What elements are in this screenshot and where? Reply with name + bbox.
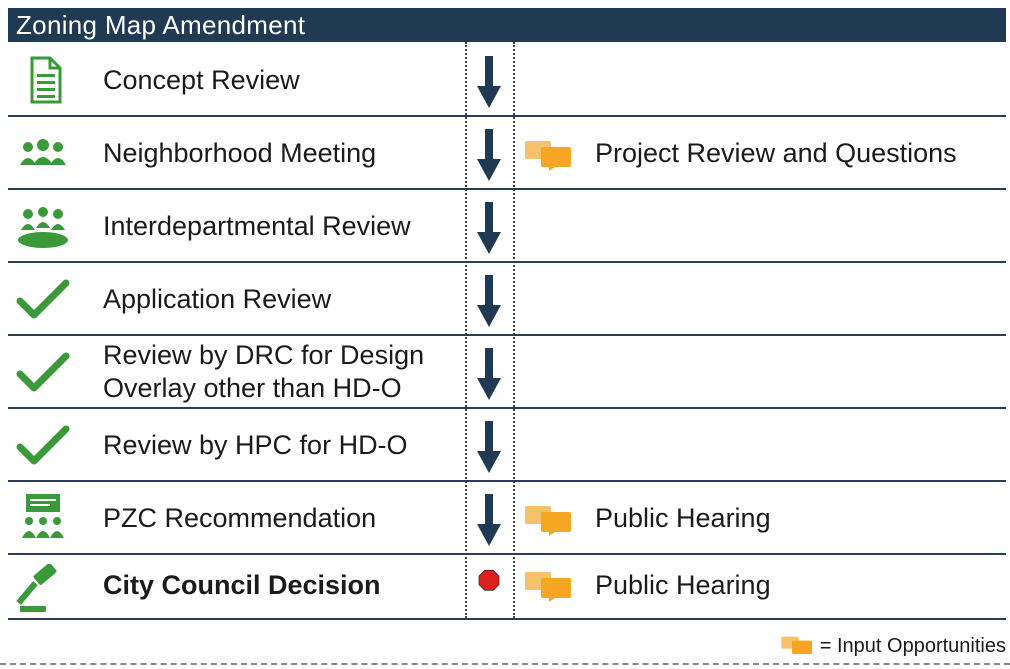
step-row-neighborhood-meeting: Neighborhood Meeting Project Review and … (8, 117, 1006, 189)
step-row-concept-review: Concept Review (8, 44, 1006, 116)
input-label: Public Hearing (595, 569, 771, 600)
presentation-group-icon (22, 494, 64, 538)
step-label: Interdepartmental Review (103, 210, 411, 241)
row-divider (8, 480, 1006, 482)
row-divider (8, 407, 1006, 409)
gavel-icon (16, 564, 57, 612)
step-label: PZC Recommendation (103, 502, 377, 533)
down-arrow-icon (477, 129, 501, 181)
document-icon (30, 56, 62, 104)
diagram-title: Zoning Map Amendment (8, 8, 1006, 42)
down-arrow-icon (477, 348, 501, 400)
step-row-city-council-decision: City Council Decision Public Hearing (8, 552, 1006, 618)
legend-text: = Input Opportunities (819, 634, 1006, 657)
meeting-table-icon (18, 207, 68, 248)
input-label: Project Review and Questions (595, 137, 957, 168)
step-row-application-review: Application Review (8, 263, 1006, 335)
speech-bubbles-icon (525, 141, 571, 171)
checkmark-icon (16, 352, 70, 392)
checkmark-icon (16, 425, 70, 465)
down-arrow-icon (477, 56, 501, 108)
row-divider (8, 334, 1006, 336)
speech-bubbles-icon (781, 636, 812, 654)
group-icon (20, 139, 66, 165)
down-arrow-icon (477, 202, 501, 254)
legend: = Input Opportunities (780, 628, 1006, 664)
speech-bubbles-icon (525, 506, 571, 536)
row-divider (8, 261, 1006, 263)
step-label: Review by DRC for Design Overlay other t… (103, 340, 425, 403)
step-label: Concept Review (103, 64, 300, 95)
input-label: Public Hearing (595, 502, 771, 533)
stop-octagon-icon (478, 569, 500, 591)
down-arrow-icon (477, 421, 501, 473)
left-dashed-guide (465, 42, 467, 618)
row-divider (8, 553, 1006, 555)
step-row-drc-review: Review by DRC for Design Overlay other t… (8, 336, 1006, 408)
down-arrow-icon (477, 275, 501, 327)
step-label: City Council Decision (103, 569, 381, 600)
down-arrow-icon (477, 494, 501, 546)
bottom-dashed-border (0, 663, 1010, 665)
step-label: Review by HPC for HD-O (103, 429, 408, 460)
row-divider (8, 115, 1006, 117)
step-row-pzc-recommendation: PZC Recommendation Public Hearing (8, 482, 1006, 554)
checkmark-icon (16, 279, 70, 319)
row-divider (8, 188, 1006, 190)
right-dashed-guide (513, 42, 515, 618)
step-row-interdepartmental-review: Interdepartmental Review (8, 190, 1006, 262)
speech-bubbles-icon (525, 572, 571, 602)
step-label: Application Review (103, 283, 332, 314)
step-label: Neighborhood Meeting (103, 137, 377, 168)
row-divider (8, 618, 1006, 620)
step-row-hpc-review: Review by HPC for HD-O (8, 409, 1006, 481)
